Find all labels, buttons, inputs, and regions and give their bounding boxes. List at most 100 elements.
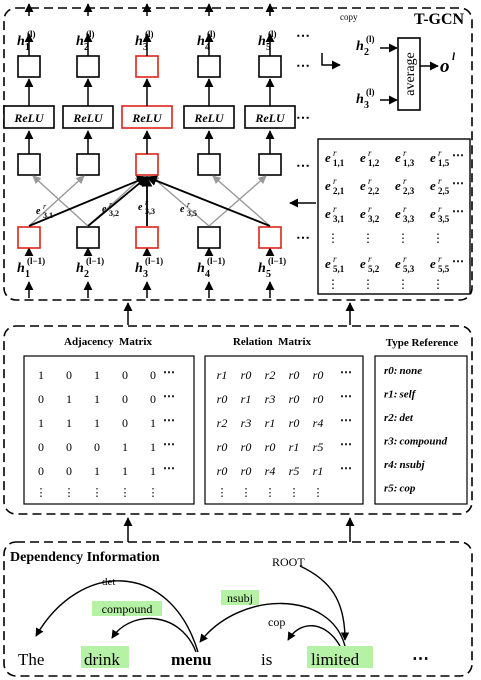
svg-text:e: e xyxy=(430,178,436,193)
output-h-label: h xyxy=(258,34,266,49)
type-reference-box xyxy=(374,355,468,505)
svg-text:(l): (l) xyxy=(86,29,95,39)
svg-text:5,1: 5,1 xyxy=(333,264,345,274)
svg-text:3: 3 xyxy=(364,100,369,111)
relation-ellipsis: ⋯ xyxy=(340,413,352,427)
root-label: ROOT xyxy=(272,555,305,569)
svg-text:(l): (l) xyxy=(268,29,277,39)
svg-text:e: e xyxy=(36,206,41,217)
arc-compound xyxy=(111,617,197,653)
svg-text:5: 5 xyxy=(266,42,271,53)
svg-text:r: r xyxy=(368,254,372,264)
svg-text:h: h xyxy=(356,39,364,54)
svg-text:e: e xyxy=(325,150,331,165)
relation-cell: r0 xyxy=(289,368,300,382)
svg-text:r: r xyxy=(403,254,407,264)
relation-ellipsis: ⋯ xyxy=(340,461,352,475)
adjacency-vdots: ⋮ xyxy=(148,487,159,499)
svg-text:r: r xyxy=(333,176,337,186)
relation-cell: r0 xyxy=(289,392,300,406)
input-h-label: h xyxy=(197,261,205,276)
svg-text:2,5: 2,5 xyxy=(438,186,450,196)
svg-text:r: r xyxy=(368,148,372,158)
relation-cell: r4 xyxy=(313,416,324,430)
copy-label: copy xyxy=(340,12,358,22)
svg-text:5,3: 5,3 xyxy=(403,264,415,274)
svg-text:2,3: 2,3 xyxy=(403,186,415,196)
svg-text:(l−1): (l−1) xyxy=(86,256,104,266)
adjacency-cell: 1 xyxy=(94,368,100,382)
relation-cell: r1 xyxy=(217,368,228,382)
input-node xyxy=(135,226,159,249)
adjacency-cell: 0 xyxy=(122,368,128,382)
adjacency-cell: 1 xyxy=(94,416,100,430)
svg-text:r: r xyxy=(403,204,407,214)
matrices-panel xyxy=(3,325,473,515)
svg-text:r: r xyxy=(109,200,113,209)
adjacency-cell: 1 xyxy=(122,440,128,454)
adjacency-cell: 0 xyxy=(66,440,72,454)
svg-text:3,1: 3,1 xyxy=(333,214,345,224)
relation-cell: r2 xyxy=(265,368,276,382)
relu-label: ReLU xyxy=(13,111,45,125)
svg-text:2: 2 xyxy=(364,47,369,58)
relation-cell: r1 xyxy=(241,392,252,406)
relation-cell: r0 xyxy=(217,440,228,454)
row-ellipsis: ⋯ xyxy=(296,29,310,44)
arc-label-nsubj: nsubj xyxy=(227,591,253,605)
relation-ellipsis: ⋯ xyxy=(340,389,352,403)
adjacency-cell: 0 xyxy=(66,464,72,478)
input-node xyxy=(76,226,100,249)
svg-text:r: r xyxy=(403,148,407,158)
svg-text:e: e xyxy=(102,204,107,215)
adjacency-cell: 0 xyxy=(38,464,44,478)
svg-text:e: e xyxy=(430,150,436,165)
relation-cell: r2 xyxy=(217,416,228,430)
relation-cell: r5 xyxy=(313,440,324,454)
adjacency-cell: 1 xyxy=(150,464,156,478)
output-node xyxy=(17,55,41,78)
edge-matrix-ellipsis: ⋯ xyxy=(452,176,464,190)
relation-cell: r0 xyxy=(313,368,324,382)
adjacency-cell: 0 xyxy=(38,440,44,454)
svg-text:3: 3 xyxy=(143,269,148,280)
svg-text:r: r xyxy=(438,176,442,186)
svg-text:e: e xyxy=(360,256,366,271)
input-node xyxy=(17,226,41,249)
adjacency-vdots: ⋮ xyxy=(64,487,75,499)
type-code: r2: xyxy=(384,412,397,424)
svg-text:(l−1): (l−1) xyxy=(27,256,45,266)
relation-vdots: ⋮ xyxy=(289,487,300,499)
adjacency-cell: 0 xyxy=(38,392,44,406)
average-block: h 2 (l) h 3 (l) average o l xyxy=(356,34,456,111)
adjacency-ellipsis: ⋯ xyxy=(163,461,175,475)
output-h-label: h xyxy=(76,34,84,49)
relation-vdots: ⋮ xyxy=(265,487,276,499)
relu-label: ReLU xyxy=(72,111,104,125)
svg-text:r: r xyxy=(333,204,337,214)
row-ellipsis: ⋯ xyxy=(296,159,310,174)
svg-text:5,5: 5,5 xyxy=(438,264,450,274)
adjacency-vdots: ⋮ xyxy=(36,487,47,499)
arc-label-compound: compound xyxy=(102,602,153,616)
svg-text:l: l xyxy=(452,51,456,63)
svg-text:e: e xyxy=(395,178,401,193)
dependency-title: Dependency Information xyxy=(10,550,160,565)
tgcn-title: T-GCN xyxy=(414,11,465,28)
svg-text:3,3: 3,3 xyxy=(403,214,415,224)
svg-text:1,2: 1,2 xyxy=(368,158,380,168)
word-drink-bg xyxy=(81,646,129,668)
dependency-panel xyxy=(3,541,473,677)
aggregate-node xyxy=(258,153,282,176)
svg-text:(l−1): (l−1) xyxy=(145,256,163,266)
relation-cell: r3 xyxy=(265,392,276,406)
svg-text:e: e xyxy=(360,206,366,221)
output-node xyxy=(76,55,100,78)
output-h-label: h xyxy=(135,34,143,49)
svg-text:r: r xyxy=(403,176,407,186)
adjacency-cell: 1 xyxy=(66,392,72,406)
adjacency-cell: 1 xyxy=(150,440,156,454)
